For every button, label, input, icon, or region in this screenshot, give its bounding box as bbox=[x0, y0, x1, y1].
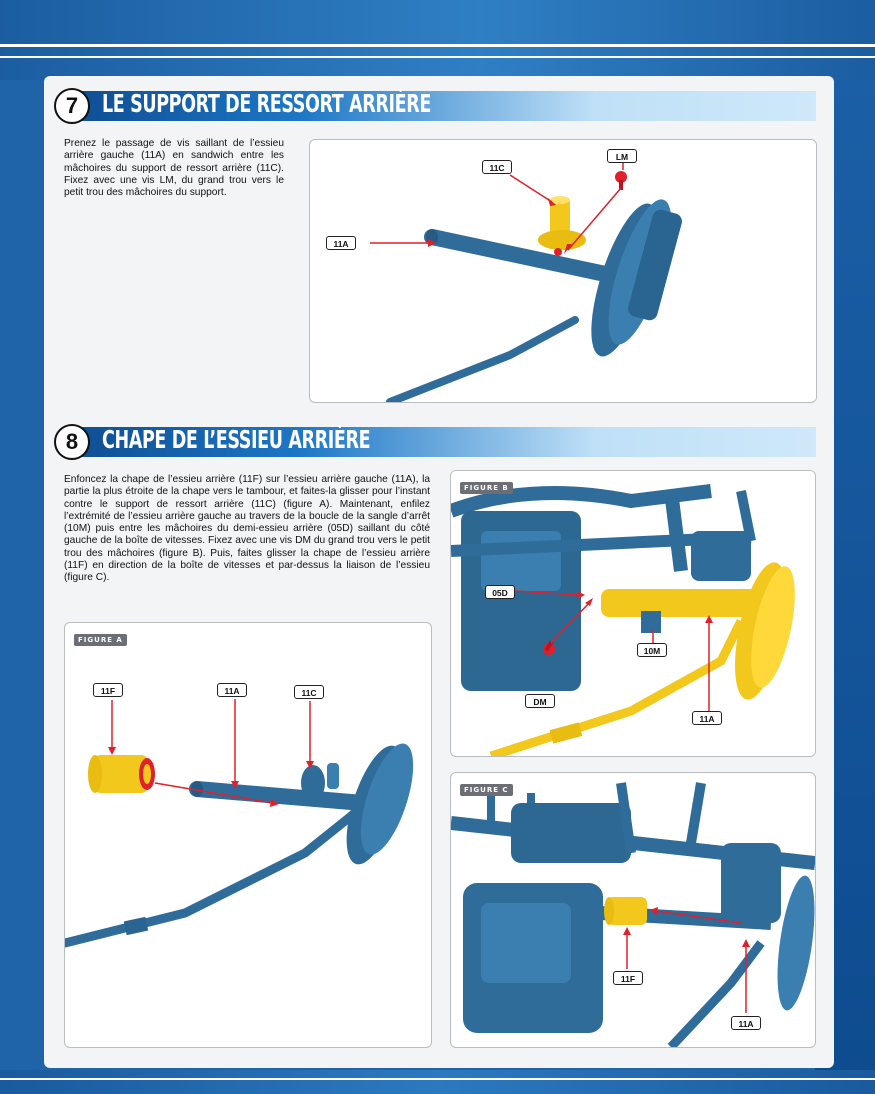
footer-stripe bbox=[0, 1078, 875, 1080]
label-05d: 05D bbox=[485, 585, 515, 599]
figure-b-drawing bbox=[451, 471, 815, 756]
figure-a-tag: FIGURE A bbox=[74, 634, 127, 646]
step-8-number: 8 bbox=[54, 424, 90, 460]
label-11a: 11A bbox=[731, 1016, 761, 1030]
figure-a-drawing bbox=[65, 699, 414, 948]
figure-c: FIGURE C 11F 11A bbox=[450, 772, 816, 1048]
label-11a: 11A bbox=[217, 683, 247, 697]
label-11c: 11C bbox=[294, 685, 324, 699]
step-7-header: LE SUPPORT DE RESSORT ARRIÈRE 7 bbox=[54, 88, 816, 124]
label-11c: 11C bbox=[482, 160, 512, 174]
figure-b-tag: FIGURE B bbox=[460, 482, 513, 494]
figure-a: FIGURE A 11F 11A 11C bbox=[64, 622, 432, 1048]
label-11f: 11F bbox=[93, 683, 123, 697]
step-7-illustration: LM 11C 11A bbox=[309, 139, 817, 403]
header-band bbox=[0, 0, 875, 80]
figure-c-tag: FIGURE C bbox=[460, 784, 513, 796]
label-lm: LM bbox=[607, 149, 637, 163]
label-dm: DM bbox=[525, 694, 555, 708]
step-7-instructions: Prenez le passage de vis saillant de l’e… bbox=[64, 138, 284, 199]
label-11f: 11F bbox=[613, 971, 643, 985]
step-7-number: 7 bbox=[54, 88, 90, 124]
axle-support-drawing bbox=[370, 161, 682, 402]
figure-b: FIGURE B 05D 10M DM 11A bbox=[450, 470, 816, 757]
step-8-title: CHAPE DE L’ESSIEU ARRIÈRE bbox=[102, 425, 371, 454]
label-10m: 10M bbox=[637, 643, 667, 657]
step-7-title-bar bbox=[80, 91, 816, 121]
step-8-title-bar bbox=[80, 427, 816, 457]
label-11a: 11A bbox=[326, 236, 356, 250]
step-8-instructions: Enfoncez la chape de l’essieu arrière (1… bbox=[64, 474, 430, 584]
step-7-title: LE SUPPORT DE RESSORT ARRIÈRE bbox=[102, 89, 431, 118]
header-stripe bbox=[0, 44, 875, 47]
header-stripe bbox=[0, 56, 875, 58]
figure-c-drawing bbox=[451, 782, 815, 1047]
step-8-header: CHAPE DE L’ESSIEU ARRIÈRE 8 bbox=[54, 424, 816, 460]
footer-band bbox=[0, 1070, 875, 1094]
label-11a: 11A bbox=[692, 711, 722, 725]
